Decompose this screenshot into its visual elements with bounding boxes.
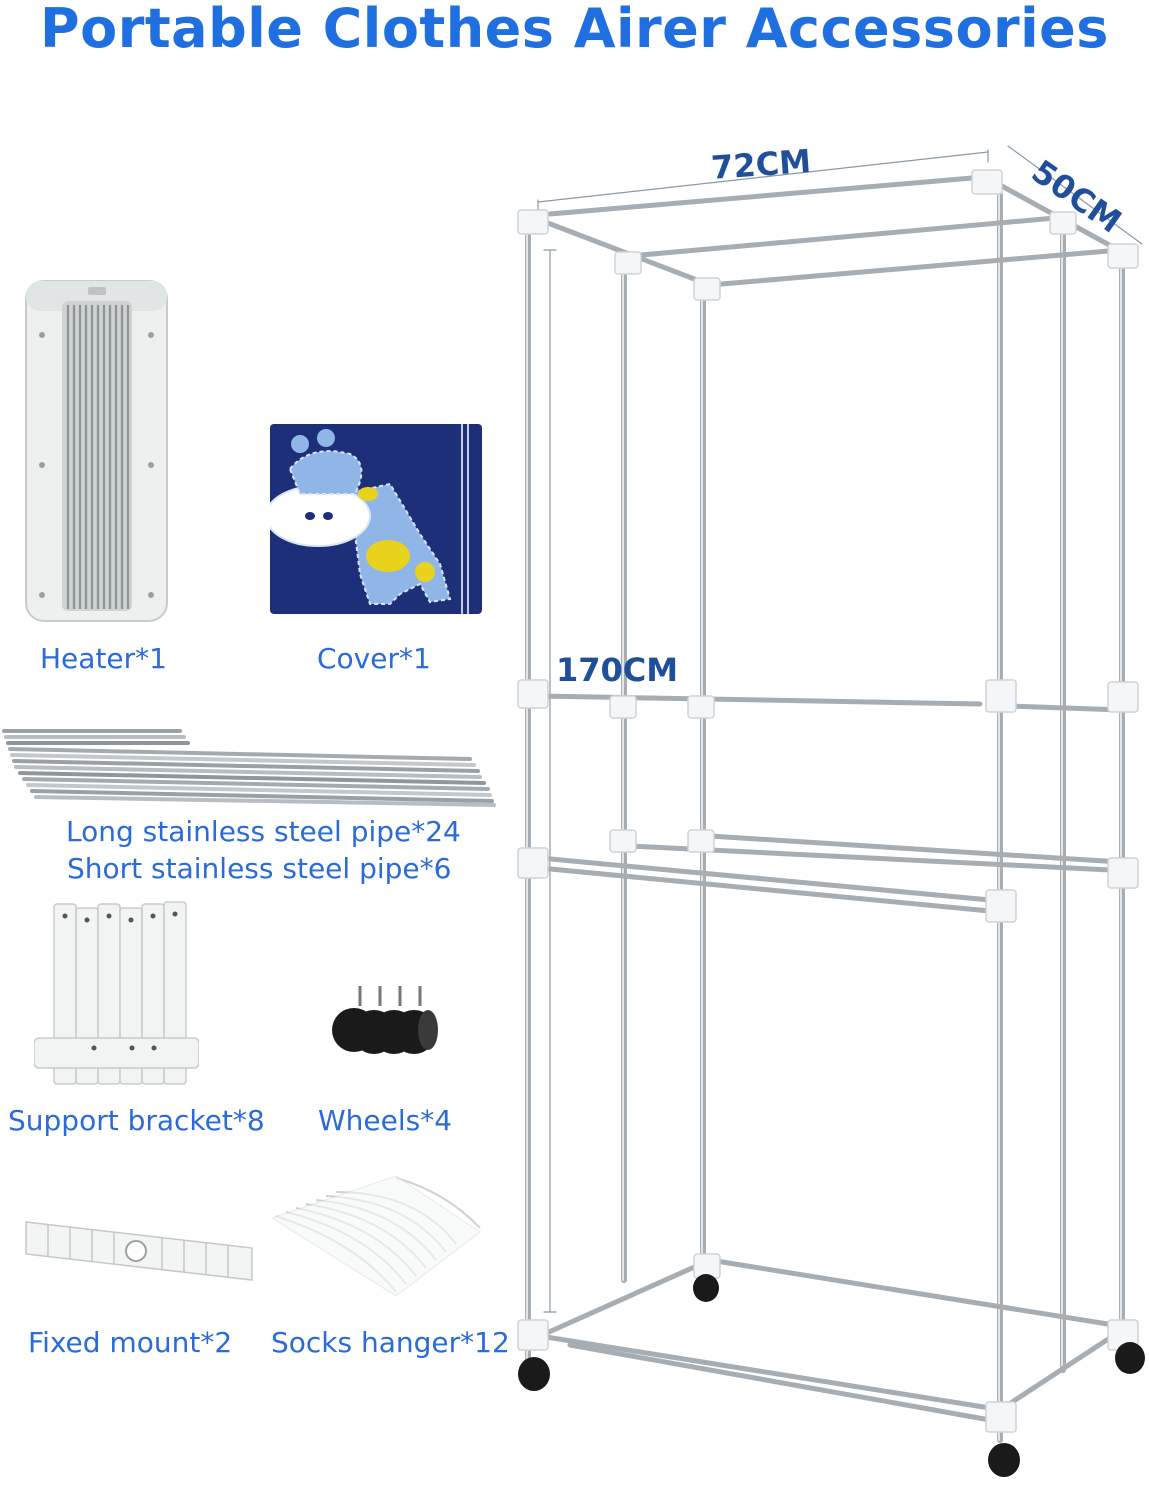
page-title: Portable Clothes Airer Accessories (40, 0, 1109, 60)
heater-image (24, 275, 169, 627)
support-bracket-image (34, 898, 199, 1093)
width-dimension-label: 72CM (709, 142, 813, 187)
fixed-mount-label: Fixed mount*2 (28, 1326, 233, 1359)
wheels-image (326, 982, 444, 1056)
wheels-label: Wheels*4 (318, 1104, 453, 1137)
socks-hanger-image (266, 1172, 484, 1312)
short-pipe-label: Short stainless steel pipe*6 (67, 852, 452, 885)
heater-label: Heater*1 (40, 642, 167, 675)
socks-hanger-label: Socks hanger*12 (271, 1326, 510, 1359)
pipes-image (0, 725, 500, 815)
airer-frame-image (510, 140, 1149, 1500)
cover-image (270, 424, 482, 614)
support-bracket-label: Support bracket*8 (8, 1104, 265, 1137)
cover-label: Cover*1 (317, 642, 431, 675)
height-dimension-label: 170CM (556, 651, 679, 689)
long-pipe-label: Long stainless steel pipe*24 (66, 815, 461, 848)
fixed-mount-image (22, 1218, 258, 1290)
